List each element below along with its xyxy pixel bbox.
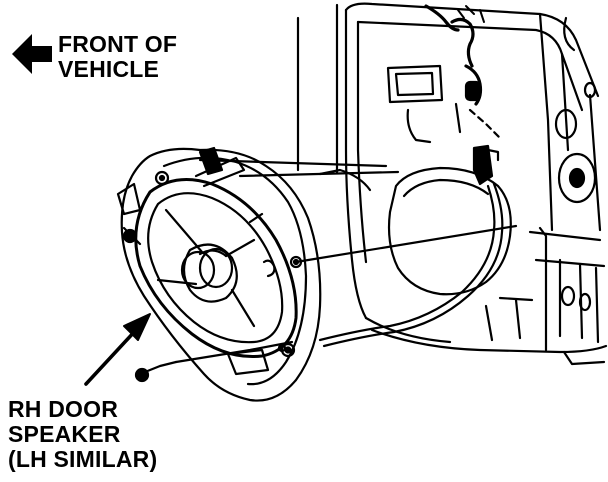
front-label-line2: VEHICLE [58,56,160,82]
speaker-label-line1: RH DOOR [8,396,119,422]
speaker-callout-label: RH DOOR SPEAKER (LH SIMILAR) [8,397,157,472]
door-inner-panel [296,2,608,366]
speaker-label-line2: SPEAKER [8,421,121,447]
speaker-label-line3: (LH SIMILAR) [8,446,158,472]
speaker-enclosure [116,146,322,402]
left-arrow-icon [12,34,52,74]
front-label-line1: FRONT OF [58,31,178,57]
speaker-cone [127,170,303,359]
leader-arrow-icon [84,313,151,386]
front-of-vehicle-label: FRONT OF VEHICLE [58,32,177,82]
speaker-wire [198,158,518,348]
